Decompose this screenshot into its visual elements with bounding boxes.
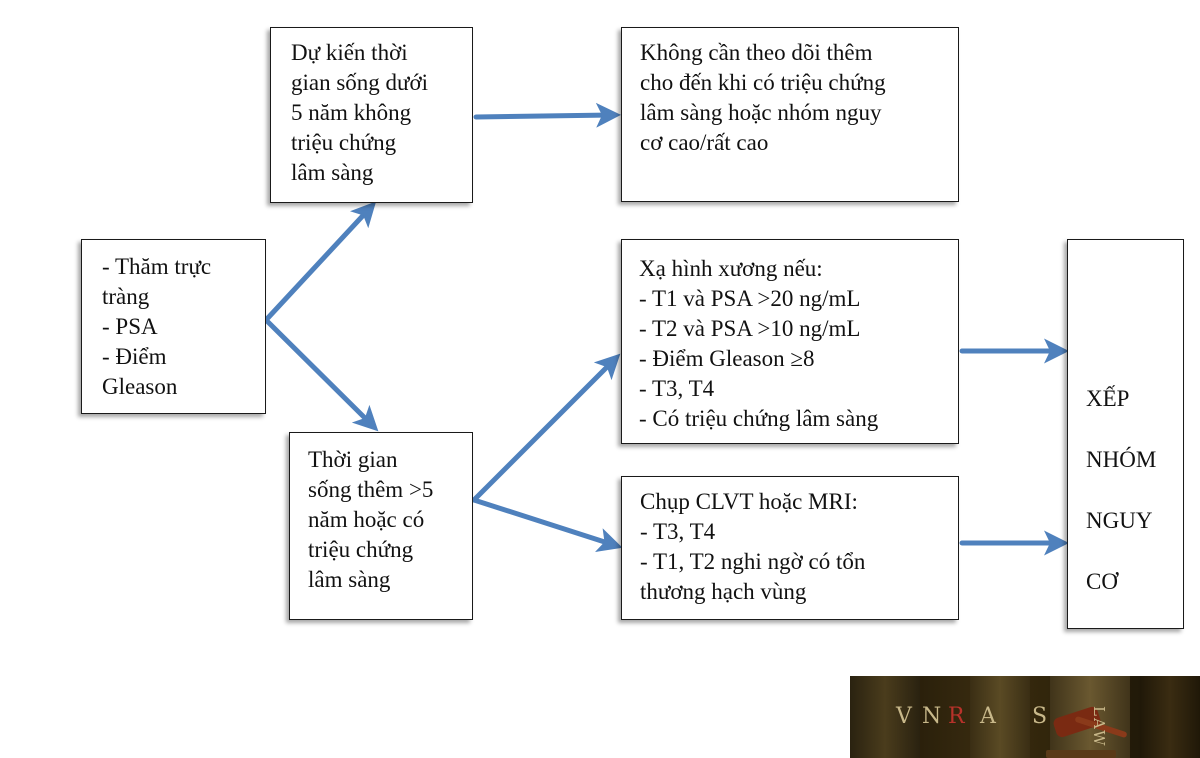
box-text-line: lâm sàng hoặc nhóm nguy	[640, 100, 882, 125]
box-text-line: gian sống dưới	[291, 70, 429, 95]
box-text-line: sống thêm >5	[308, 477, 434, 502]
box-text-line: tràng	[102, 284, 150, 309]
box-text-line: - Có triệu chứng lâm sàng	[639, 406, 879, 431]
box-short-survival: Dự kiến thời gian sống dưới 5 năm không …	[270, 27, 473, 203]
logo-letter: S	[1032, 704, 1050, 729]
box-text-line: Xạ hình xương nếu:	[639, 256, 823, 281]
box-text-line: - T1, T2 nghi ngờ có tổn	[640, 549, 866, 574]
box-ct-mri: Chụp CLVT hoặc MRI: - T3, T4 - T1, T2 ng…	[621, 476, 959, 620]
box-text-line: Chụp CLVT hoặc MRI:	[640, 489, 858, 514]
box-long-survival: Thời gian sống thêm >5 năm hoặc có triệu…	[289, 432, 473, 620]
box-text-line: năm hoặc có	[308, 507, 425, 532]
box-text-line: - Điểm Gleason ≥8	[639, 346, 815, 371]
logo-letter: N	[922, 704, 944, 729]
box-text-line: - Thăm trực	[102, 254, 212, 279]
box-text-line: Gleason	[102, 374, 178, 399]
box-text-line: - T3, T4	[639, 376, 715, 401]
box-text-line: - T2 và PSA >10 ng/mL	[639, 316, 861, 341]
box-text-line: lâm sàng	[291, 160, 374, 185]
arrow-long-to-ct	[471, 497, 623, 553]
book-spine-decoration	[1140, 676, 1200, 758]
vnras-law-logo: V N R A S LAW	[850, 676, 1200, 758]
arrow-short-to-nofollowup	[473, 102, 621, 128]
box-text-line: - T1 và PSA >20 ng/mL	[639, 286, 861, 311]
box-text-line: Không cần theo dõi thêm	[640, 40, 873, 65]
box-text-line: Thời gian	[308, 447, 398, 472]
box-text-line: - Điểm	[102, 344, 167, 369]
box-text-line: - T3, T4	[640, 519, 716, 544]
logo-law-text: LAW	[1090, 706, 1108, 748]
gavel-icon	[1046, 706, 1127, 758]
box-bone-scan: Xạ hình xương nếu: - T1 và PSA >20 ng/mL…	[621, 239, 959, 444]
logo-letter: R	[948, 704, 967, 729]
box-text-line: cho đến khi có triệu chứng	[640, 70, 886, 95]
box-text-line: NGUY	[1086, 508, 1153, 533]
logo-letter: V	[896, 704, 914, 729]
box-text-line: Dự kiến thời	[291, 40, 408, 65]
box-clinical-exam: - Thăm trực tràng - PSA - Điểm Gleason	[81, 239, 266, 414]
arrow-exam-to-long	[263, 317, 379, 432]
box-text-line: triệu chứng	[308, 537, 414, 562]
book-spine-decoration	[970, 676, 1030, 758]
logo-letter: A	[980, 704, 998, 729]
box-text-line: CƠ	[1086, 569, 1118, 594]
box-text-line: cơ cao/rất cao	[640, 130, 769, 155]
box-text-line: NHÓM	[1086, 447, 1157, 472]
box-text-line: XẾP	[1086, 386, 1130, 411]
box-text-line: thương hạch vùng	[640, 579, 807, 604]
book-spine-decoration	[850, 676, 920, 758]
box-text-line: lâm sàng	[308, 567, 391, 592]
box-no-followup: Không cần theo dõi thêm cho đến khi có t…	[621, 27, 959, 202]
arrow-exam-to-short	[263, 201, 377, 323]
box-text-line: triệu chứng	[291, 130, 397, 155]
box-text-line: 5 năm không	[291, 100, 412, 125]
box-text-line: - PSA	[102, 314, 158, 339]
arrow-long-to-bone	[471, 353, 621, 503]
box-risk-grouping: XẾP NHÓM NGUY CƠ	[1067, 239, 1184, 629]
